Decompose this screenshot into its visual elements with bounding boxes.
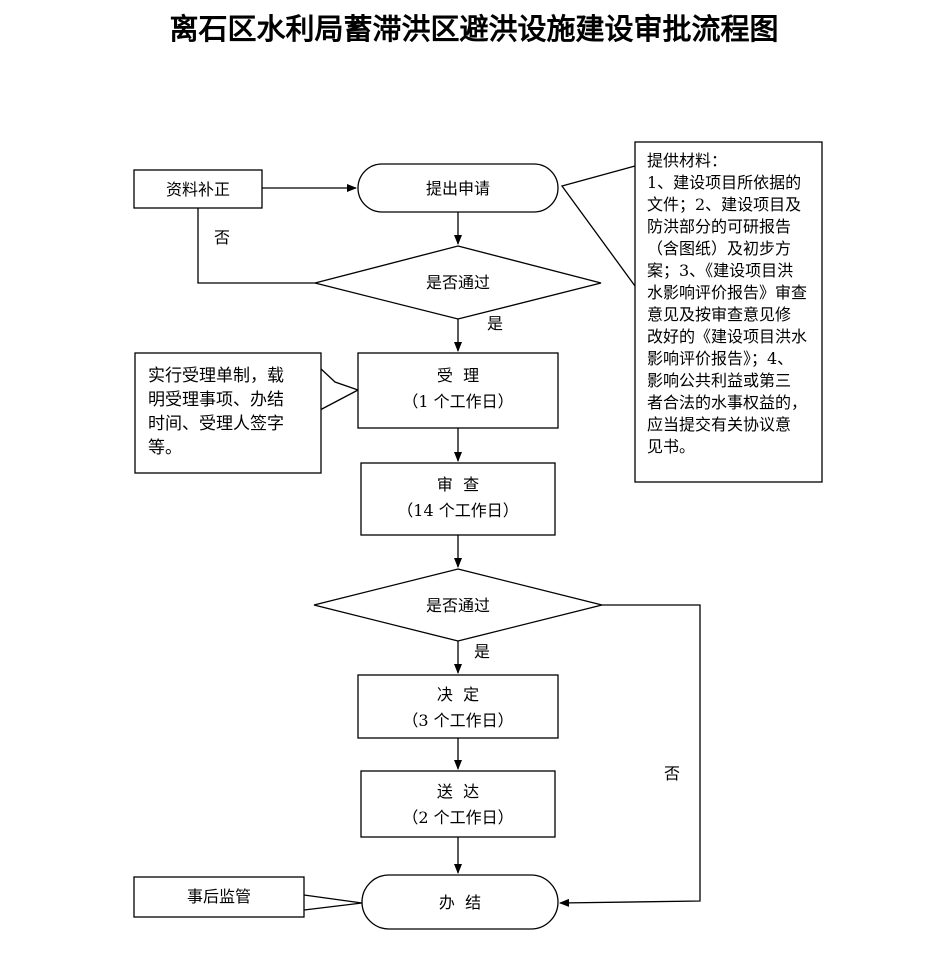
materials-line: 1、建设项目所依据的 [647, 173, 802, 192]
accept-callout-top [319, 367, 359, 391]
apply-label: 提出申请 [426, 179, 490, 198]
materials-line: 提供材料： [647, 151, 728, 170]
check2-label: 是否通过 [426, 596, 490, 615]
supervise-box [133, 876, 305, 918]
acceptance-note: 实行受理单制，载 明受理事项、办结 时间、受理人签字 等。 [148, 364, 316, 460]
materials-line: 改好的《建设项目洪水 [647, 327, 808, 346]
accept-title: 受 理 [437, 366, 479, 385]
materials-line: 影响公共利益或第三 [647, 371, 792, 390]
materials-line: 应当提交有关协议意 [647, 415, 792, 434]
no1-label: 否 [214, 228, 230, 247]
materials-line: 意见及按审查意见修 [647, 305, 792, 324]
finish-label: 办 结 [439, 893, 481, 912]
line-check2-no [559, 604, 701, 907]
yes2-label: 是 [474, 642, 490, 661]
materials-line: 案；3、《建设项目洪 [647, 261, 794, 280]
materials-line: 文件；2、建设项目及 [647, 195, 802, 214]
accept-box [357, 352, 559, 429]
review-box [360, 462, 556, 536]
finish-node [361, 874, 559, 930]
deliver-title: 送 达 [437, 782, 479, 801]
acceptance-line: 等。 [148, 438, 182, 458]
materials-line: 见书。 [647, 437, 696, 456]
review-title: 审 查 [437, 475, 479, 494]
acceptance-line: 实行受理单制，载 [148, 366, 284, 386]
supervise-label: 事后监管 [187, 887, 251, 906]
no2-label: 否 [664, 764, 680, 783]
supervise-connector [303, 894, 363, 911]
materials-line: 防洪部分的可研报告 [647, 217, 792, 236]
check1-label: 是否通过 [426, 273, 490, 292]
materials-note-box [634, 141, 823, 483]
materials-line: 影响评价报告》；4、 [647, 349, 794, 368]
decide-title: 决 定 [437, 685, 479, 704]
supplement-label: 资料补正 [166, 180, 230, 199]
materials-line: 者合法的水事权益的， [647, 393, 808, 412]
accept-duration: （1 个工作日） [402, 392, 513, 411]
materials-note: 提供材料： 1、建设项目所依据的 文件；2、建设项目及 防洪部分的可研报告 （含… [647, 150, 817, 458]
acceptance-line: 明受理事项、办结 [148, 390, 284, 410]
materials-line: （含图纸）及初步方 [647, 239, 792, 258]
materials-line: 水影响评价报告》审查 [647, 283, 808, 302]
deliver-box [360, 770, 556, 838]
decide-duration: （3 个工作日） [402, 711, 513, 730]
materials-connector [560, 165, 636, 287]
accept-callout-bottom [319, 389, 359, 411]
review-duration: （14 个工作日） [397, 501, 518, 520]
page-title: 离石区水利局蓄滞洪区避洪设施建设审批流程图 [169, 12, 779, 46]
acceptance-line: 时间、受理人签字 [148, 414, 284, 434]
supplement-box [133, 169, 263, 209]
deliver-duration: （2 个工作日） [402, 808, 513, 827]
line-check1-no [197, 208, 315, 284]
acceptance-note-box [134, 352, 322, 474]
yes1-label: 是 [487, 314, 503, 333]
